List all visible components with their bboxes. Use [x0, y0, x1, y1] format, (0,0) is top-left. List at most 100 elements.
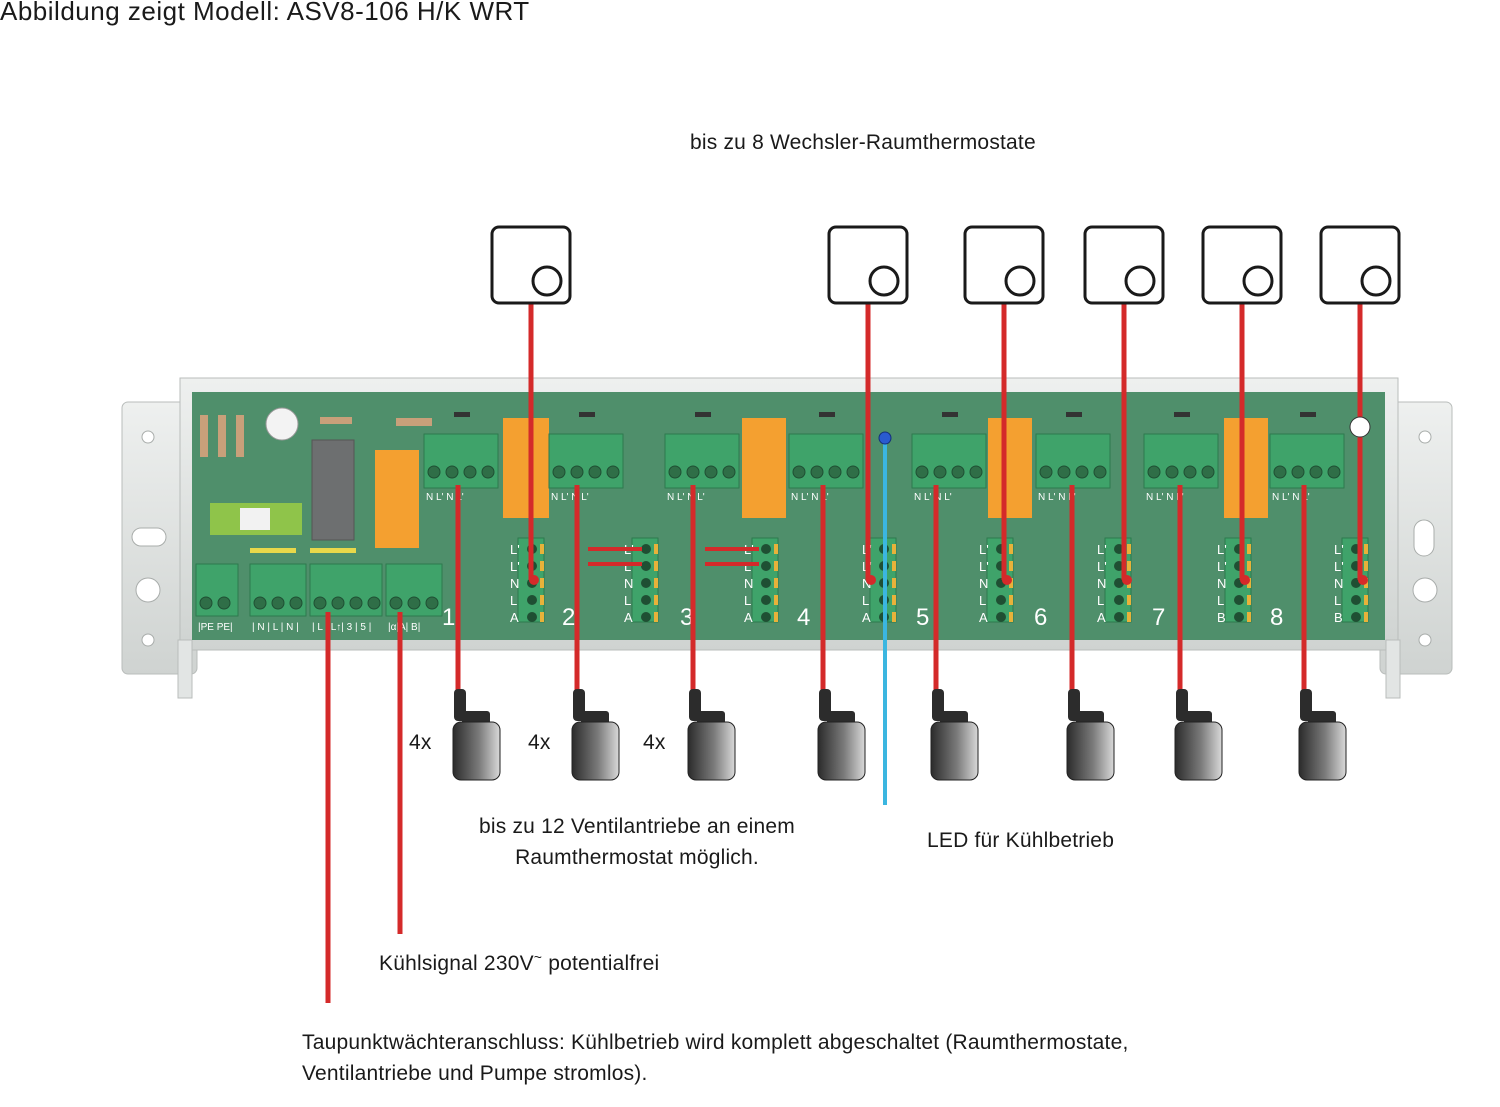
terminal-screw — [1201, 465, 1215, 479]
multiplier-3: 4x — [643, 731, 666, 754]
terminal-screw — [641, 595, 651, 605]
terminal-label: N — [510, 576, 519, 591]
terminal-screw — [641, 561, 651, 571]
terminal-screw — [686, 465, 700, 479]
terminal-marker — [654, 544, 658, 554]
terminal-label: L' — [510, 559, 520, 574]
terminal-label: L — [1217, 593, 1224, 608]
thermostat-terminal-6 — [1035, 433, 1111, 489]
relay-1 — [503, 418, 549, 518]
terminal-marker — [540, 595, 544, 605]
cooling-signal-text: Kühlsignal 230V — [379, 952, 534, 975]
terminal-screw — [445, 465, 459, 479]
terminal-label: N — [744, 576, 753, 591]
terminal-label: B — [1217, 610, 1226, 625]
valve-actuator-4 — [817, 721, 866, 781]
terminal-screw — [1039, 465, 1053, 479]
terminal-screw — [289, 596, 303, 610]
terminal-marker — [892, 561, 896, 571]
terminal-label: L' — [1097, 542, 1107, 557]
terminal-screw — [1291, 465, 1305, 479]
cooling-signal-tilde: ~ — [533, 949, 543, 965]
terminal-marker — [1009, 561, 1013, 571]
bridge-jumper — [705, 547, 759, 551]
terminal-screw — [761, 578, 771, 588]
terminal-screw — [1234, 595, 1244, 605]
terminal-screw — [1093, 465, 1107, 479]
zone-number-1: 1 — [442, 604, 455, 631]
relay-3 — [988, 418, 1032, 518]
terminal-marker — [654, 561, 658, 571]
wire-terminal-dot — [1240, 575, 1250, 585]
terminal-screw — [481, 465, 495, 479]
terminal-screw — [1351, 595, 1361, 605]
terminal-header-label: N L' N L' — [667, 492, 705, 503]
relay-2 — [742, 418, 786, 518]
terminal-marker — [654, 578, 658, 588]
terminal-marker — [1364, 544, 1368, 554]
terminal-label: N — [1334, 576, 1343, 591]
thermostat-dial-icon — [868, 265, 900, 297]
thermostat-terminal-1 — [423, 433, 499, 489]
thermostat-dial-icon — [1360, 265, 1392, 297]
terminal-label: A — [744, 610, 753, 625]
bridge-jumper — [588, 562, 642, 566]
wire-terminal-dot — [866, 575, 876, 585]
terminal-screw — [641, 612, 651, 622]
terminal-marker — [540, 561, 544, 571]
terminal-label: B — [1334, 610, 1343, 625]
terminal-screw — [915, 465, 929, 479]
thermostat-dial-icon — [1004, 265, 1036, 297]
dewpoint-label-line2: Ventilantriebe und Pumpe stromlos). — [302, 1062, 648, 1085]
terminal-screw — [271, 596, 285, 610]
valve-actuator-5 — [930, 721, 979, 781]
power-terminal-label: |PE PE| — [198, 622, 233, 633]
terminal-screw — [427, 465, 441, 479]
terminal-screw — [313, 596, 327, 610]
thermostat-terminal-3 — [664, 433, 740, 489]
multiplier-2: 4x — [528, 731, 551, 754]
power-terminal-label: | N | L | N | — [252, 622, 299, 633]
dewpoint-label-line1: Taupunktwächteranschluss: Kühlbetrieb wi… — [302, 1031, 1129, 1054]
thermostat-terminal-8 — [1269, 433, 1345, 489]
terminal-screw — [389, 596, 403, 610]
terminal-marker — [540, 544, 544, 554]
terminal-screw — [552, 465, 566, 479]
terminal-screw — [349, 596, 363, 610]
terminal-header-label: N L' N L' — [1272, 492, 1310, 503]
zone-number-2: 2 — [562, 604, 575, 631]
terminal-screw — [792, 465, 806, 479]
terminal-header-label: N L' N L' — [914, 492, 952, 503]
diode — [942, 412, 958, 417]
cooling-signal-rest: potentialfrei — [542, 952, 660, 975]
board-hole-marker — [1349, 416, 1371, 438]
terminal-label: L' — [1097, 559, 1107, 574]
terminal-screw — [1114, 578, 1124, 588]
valve-actuator-3 — [687, 721, 736, 781]
terminal-marker — [654, 595, 658, 605]
terminal-screw — [1114, 595, 1124, 605]
terminal-label: L' — [979, 542, 989, 557]
terminal-header-label: N L' N L' — [1038, 492, 1076, 503]
terminal-label: A — [979, 610, 988, 625]
terminal-screw — [588, 465, 602, 479]
power-terminal-1 — [195, 563, 239, 617]
terminal-label: N — [624, 576, 633, 591]
zone-number-3: 3 — [680, 604, 693, 631]
terminal-screw — [722, 465, 736, 479]
dewpoint-label: Taupunktwächteranschluss: Kühlbetrieb wi… — [302, 1027, 1128, 1089]
terminal-marker — [654, 612, 658, 622]
thermostat-terminal-5 — [911, 433, 987, 489]
terminal-marker — [1009, 544, 1013, 554]
thermostat-dial-icon — [1242, 265, 1274, 297]
thermostat-terminal-2 — [548, 433, 624, 489]
terminal-marker — [774, 561, 778, 571]
multiplier-1: 4x — [409, 731, 432, 754]
bridge-jumper — [705, 562, 759, 566]
actuators-label-line1: bis zu 12 Ventilantriebe an einem — [479, 815, 795, 838]
terminal-screw — [1075, 465, 1089, 479]
terminal-screw — [996, 612, 1006, 622]
terminal-label: L — [1334, 593, 1341, 608]
terminal-screw — [641, 544, 651, 554]
actuators-label: bis zu 12 Ventilantriebe an einem Raumth… — [447, 811, 827, 873]
